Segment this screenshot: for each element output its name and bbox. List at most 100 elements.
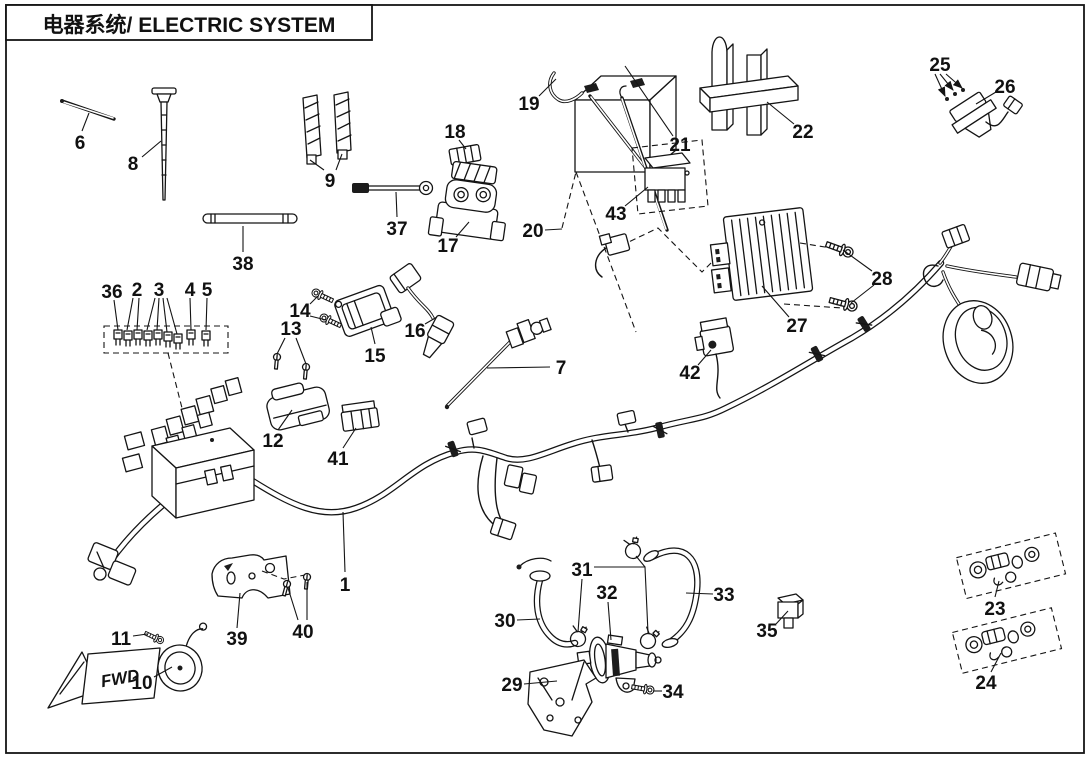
part-label-13: 13 [280,319,301,340]
part-leader-2 [136,297,140,331]
part-leader-41 [342,427,357,449]
title-box [5,4,373,41]
part-leader-15 [370,326,376,345]
part-leader-19 [538,78,557,97]
part-label-34: 34 [662,682,684,703]
part-label-35: 35 [756,621,778,642]
part-leader-32 [607,601,612,641]
part-leader-21 [624,65,674,137]
fwd-marker: FWD [47,647,161,709]
part-label-3: 3 [154,280,165,301]
kit-part23-illustration [955,532,1067,600]
regulator-part27-illustration [595,207,860,314]
part-label-8: 8 [128,154,139,175]
part-label-2: 2 [132,280,143,301]
part-label-7: 7 [556,358,567,379]
hold-down-rod-part21-illustration [619,85,669,232]
part-leader-39 [236,592,241,629]
rod-part7-illustration [444,317,552,410]
part-leader-25 [939,73,954,91]
part-leader-10 [153,666,173,678]
part-leader-13 [295,337,307,365]
part-label-1: 1 [340,575,351,596]
part-leader-20 [544,228,563,231]
part-leader-42 [697,349,712,366]
part-leader-6 [81,112,90,132]
part-label-19: 19 [518,94,539,115]
part-leader-12 [277,409,293,431]
page-border [5,4,1085,754]
part-leader-29 [523,680,558,685]
part-label-5: 5 [202,280,213,301]
part-leader-17 [455,221,470,238]
part-leader-27 [761,285,790,318]
part-leader-9 [309,159,325,171]
mounting-dashed-lines-part20 [561,171,723,333]
part-leader-28 [842,249,873,272]
part-leader-14 [309,295,319,305]
horn-part10-illustration [157,622,208,692]
part-label-40: 40 [292,622,313,643]
part-leader-3 [146,297,156,331]
bracket-part29-illustration [527,659,597,737]
part-leader-11 [132,633,148,637]
part-label-27: 27 [786,316,807,337]
part-leader-25 [934,73,946,98]
part-leader-4 [189,297,192,331]
screws-part40-illustration [261,570,312,598]
part-label-20: 20 [522,221,543,242]
part-label-11: 11 [111,629,132,650]
rod-part38-illustration [202,213,298,224]
part-label-15: 15 [364,346,386,367]
part-leader-3 [162,297,168,333]
harness-left-connectors [87,542,137,586]
part-leader-9 [335,153,343,171]
bracket-part39-illustration [211,554,291,599]
kit-part24-illustration [951,607,1063,674]
battery-cable-part19-illustration [548,71,584,104]
part-leader-3 [166,297,178,335]
relay-part35-illustration [777,593,804,629]
part-label-26: 26 [994,77,1015,98]
part-label-14: 14 [289,301,311,322]
part-label-28: 28 [871,269,892,290]
hose-part33-illustration [643,547,701,649]
part-label-39: 39 [226,629,247,650]
part-leader-28 [850,284,875,304]
heat-strips-part9-illustration [302,91,352,165]
part-leader-8 [141,140,162,158]
part-label-30: 30 [494,611,515,632]
part-leader-5 [205,297,208,331]
jumper-wire-part37-illustration [352,180,434,196]
solenoid-valve-part32-illustration [576,634,662,693]
starter-relay-part17-illustration [427,160,506,242]
part-leader-14 [309,315,327,321]
part-label-36: 36 [101,282,122,303]
part-leader-30 [516,618,541,621]
sensor-part26-illustration [945,88,1023,138]
part-leader-22 [766,101,795,125]
page-title: 电器系统/ ELECTRIC SYSTEM [43,13,336,37]
screws-part13-illustration [271,352,311,380]
part-leader-40 [287,587,299,621]
ignition-coil-part15-illustration [334,284,402,337]
ecu-part12-illustration [266,382,330,431]
part-leader-33 [685,592,714,595]
part-leader-13 [276,337,286,355]
part-leader-36 [113,299,119,331]
part-leader-18 [458,139,467,150]
part-leader-3 [156,297,160,331]
fuse-box-illustration [121,377,255,519]
part-leader-7 [486,366,551,369]
part-label-10: 10 [131,673,152,694]
part-leader-31 [635,555,646,568]
part-leader-1 [342,511,346,573]
part-label-32: 32 [596,583,617,604]
part-label-9: 9 [325,171,336,192]
part-label-43: 43 [605,204,626,225]
part-leader-16 [424,316,438,325]
part-label-6: 6 [75,133,86,154]
